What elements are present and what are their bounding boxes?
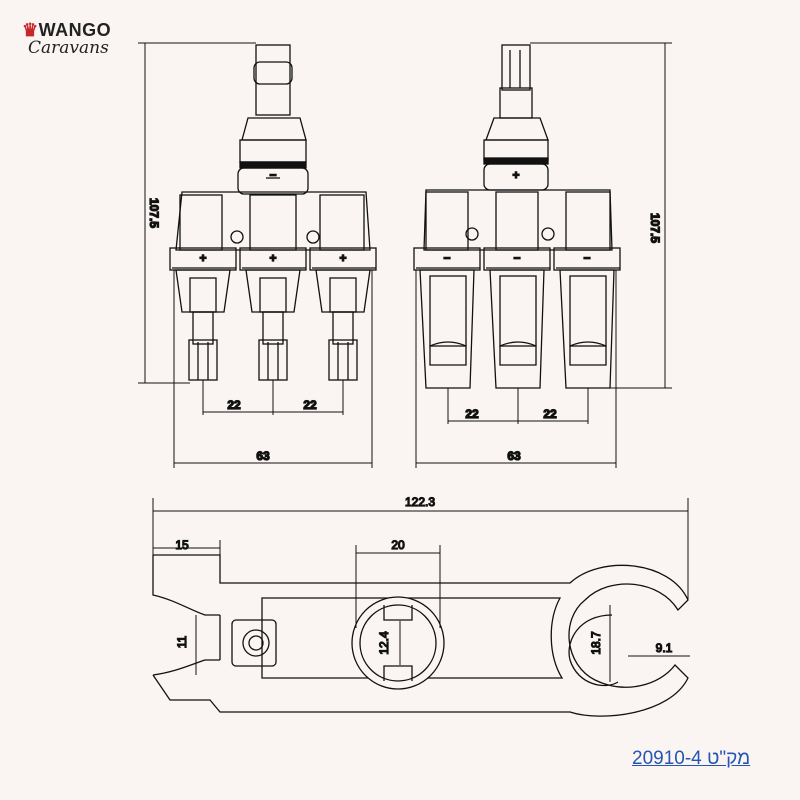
tool-end-gap-label: 11 xyxy=(175,635,189,648)
left-spacing-label-a: 22 xyxy=(227,398,241,412)
right-output-2-polarity: − xyxy=(513,251,520,265)
connector-dimension-lines xyxy=(138,42,672,468)
product-code-link[interactable]: מק"ט 20910-4 xyxy=(632,748,751,769)
tool-dimension-lines xyxy=(152,498,690,682)
left-hub-polarity: − xyxy=(269,168,276,182)
tool-length-label: 122.3 xyxy=(405,495,435,509)
right-spacing-label-b: 22 xyxy=(543,407,557,421)
tool-end-width-label: 15 xyxy=(175,538,189,552)
hook-opening-label: 9.1 xyxy=(656,641,673,655)
right-spacing-label-a: 22 xyxy=(465,407,479,421)
left-spacing-label-b: 22 xyxy=(303,398,317,412)
ring-inner-label: 12.4 xyxy=(377,631,391,655)
right-width-label: 63 xyxy=(507,449,521,463)
left-height-label: 107.5 xyxy=(147,198,161,228)
brand-logo-line2: Caravans xyxy=(28,38,109,58)
brand-logo-line1: ♛WANGO xyxy=(22,20,112,40)
left-width-label: 63 xyxy=(256,449,270,463)
brand-logo: ♛WANGO Caravans xyxy=(22,20,111,58)
right-hub-polarity: + xyxy=(512,168,519,182)
left-branch-connector xyxy=(169,44,377,381)
right-height-label: 107.5 xyxy=(648,213,662,243)
hook-inner-label: 18.7 xyxy=(589,631,603,655)
right-branch-connector xyxy=(413,44,621,389)
left-output-1-polarity: + xyxy=(199,251,206,265)
spanner-tool xyxy=(152,554,689,717)
right-output-3-polarity: − xyxy=(583,251,590,265)
left-output-3-polarity: + xyxy=(339,251,346,265)
right-output-1-polarity: − xyxy=(443,251,450,265)
left-output-2-polarity: + xyxy=(269,251,276,265)
ring-outer-label: 20 xyxy=(391,538,405,552)
